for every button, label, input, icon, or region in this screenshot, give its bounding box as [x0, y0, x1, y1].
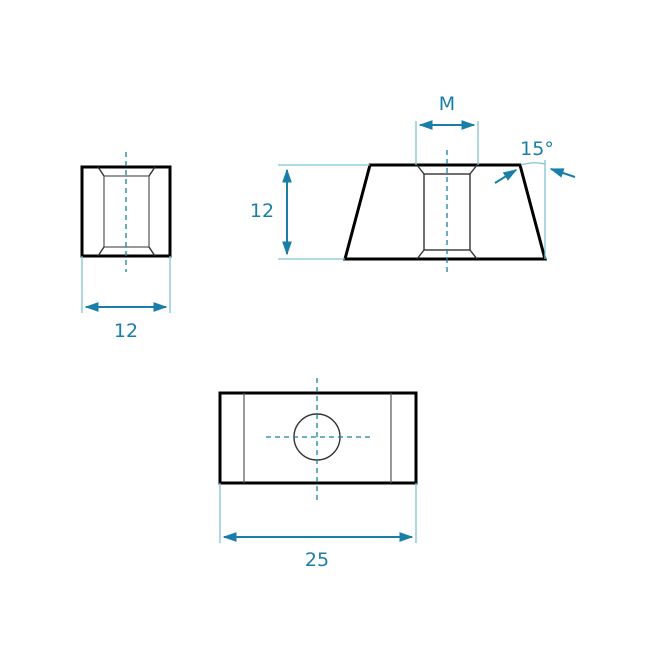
- front-height-label: 12: [250, 200, 274, 222]
- front-view: 12 M 15°: [250, 93, 576, 275]
- angle-arrow-left: [494, 169, 518, 184]
- top-view: 25: [218, 378, 418, 571]
- top-view-outline: [218, 391, 418, 485]
- front-view-outline: [343, 163, 547, 261]
- angle-label: 15°: [520, 138, 554, 160]
- front-view-bore: [423, 173, 471, 251]
- angle-arrow-right: [549, 168, 576, 178]
- side-width-label: 12: [114, 320, 138, 342]
- top-length-label: 25: [305, 549, 329, 571]
- side-view: 12: [80, 152, 172, 342]
- thread-label: M: [439, 93, 455, 115]
